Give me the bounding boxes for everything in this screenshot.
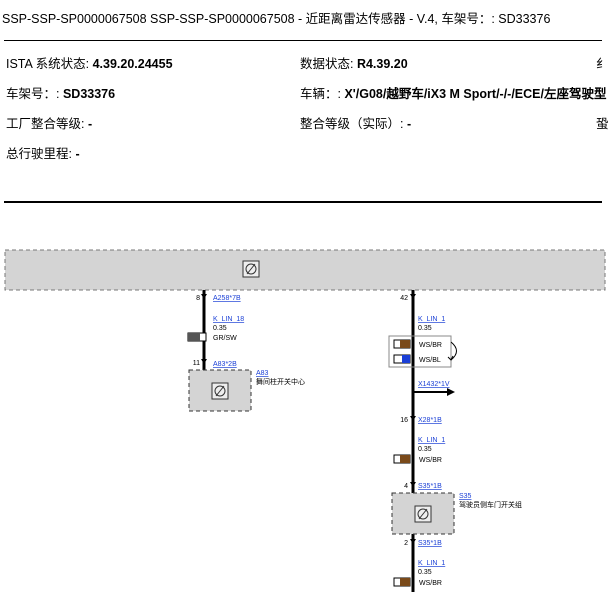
right-wire2-size: 0.35	[418, 446, 432, 453]
right-pin3: 4	[404, 483, 408, 490]
module-s35-id-link[interactable]: S35	[459, 493, 472, 500]
right-wire2-color: WS/BR	[419, 457, 442, 464]
right-pin2: 16	[400, 417, 408, 424]
left-top-connector-link[interactable]: A258*7B	[213, 295, 241, 302]
module-a83-name: 舞间柱开关中心	[256, 377, 305, 386]
right-wire1-swatch-b	[393, 354, 411, 364]
right-wire1-swatch-a	[393, 339, 411, 349]
right-wire3-swatch	[393, 577, 411, 587]
right-wire1-color-a: WS/BR	[419, 342, 442, 349]
left-bottom-pin: 11	[193, 360, 200, 367]
module-s35-icon	[414, 505, 432, 523]
left-bottom-arrow	[201, 359, 207, 364]
module-a83-id-link[interactable]: A83	[256, 370, 269, 377]
left-wire-name-link[interactable]: K_LIN_18	[213, 316, 244, 323]
right-wire3-color: WS/BR	[419, 580, 442, 587]
total-mileage: 总行驶里程: -	[6, 147, 80, 161]
wiring-diagram: 8 A258*7B K_LIN_18 0.35 GR/SW 11 A83*2B …	[0, 249, 606, 592]
right-top-pin: 42	[400, 295, 408, 302]
twisted-pair-frame	[388, 335, 452, 368]
right-wire3-size: 0.35	[418, 569, 432, 576]
factory-integration-level: 工厂整合等级: -	[6, 117, 93, 131]
actual-integration-level: 整合等级（实际）: -	[300, 117, 412, 131]
header-divider	[4, 40, 602, 41]
left-top-pin: 8	[196, 295, 200, 302]
vehicle-field: 车辆：: X'/G08/越野车/iX3 M Sport/-/-/ECE/左座驾驶…	[300, 87, 607, 101]
right-pin2-arrow	[410, 416, 416, 421]
junction-link[interactable]: X1432*1V	[418, 381, 450, 388]
data-status: 数据状态: R4.39.20	[300, 57, 408, 71]
module-s35-name: 驾驶员侧车门开关组	[459, 500, 522, 509]
junction-arrow	[447, 388, 455, 396]
left-top-arrow	[201, 294, 207, 299]
right-top-arrow	[410, 294, 416, 299]
right-wire1-size: 0.35	[418, 325, 432, 332]
page-title: SSP-SSP-SP0000067508 SSP-SSP-SP000006750…	[2, 12, 551, 26]
module-a83-icon	[211, 382, 229, 400]
control-unit-bar	[4, 249, 606, 291]
right-connector4-link[interactable]: S35*1B	[418, 540, 442, 547]
twist-arc-arrow	[447, 355, 454, 361]
vin-field: 车架号：: SD33376	[6, 87, 116, 101]
ista-status: ISTA 系统状态: 4.39.20.24455	[6, 57, 173, 71]
right-pin4-arrow	[410, 539, 416, 544]
document-header: SSP-SSP-SP0000067508 SSP-SSP-SP000006750…	[0, 0, 602, 40]
cut-off-text-1: 纟	[596, 57, 609, 71]
right-pin4: 2	[404, 540, 408, 547]
left-module-connector-link[interactable]: A83*2B	[213, 361, 237, 368]
control-unit-icon	[242, 260, 260, 278]
right-wire2-name-link[interactable]: K_LIN_1	[418, 437, 445, 444]
right-connector3-link[interactable]: S35*1B	[418, 483, 442, 490]
right-wire3-name-link[interactable]: K_LIN_1	[418, 560, 445, 567]
right-pin3-arrow	[410, 482, 416, 487]
left-wire-size: 0.35	[213, 325, 227, 332]
right-wire1-name-link[interactable]: K_LIN_1	[418, 316, 445, 323]
left-wire-color: GR/SW	[213, 335, 237, 342]
section-divider	[4, 201, 602, 203]
left-wire-color-swatch	[187, 332, 207, 342]
wiring-diagram-svg: 8 A258*7B K_LIN_18 0.35 GR/SW 11 A83*2B …	[4, 249, 606, 592]
right-connector2-link[interactable]: X28*1B	[418, 417, 442, 424]
twist-arc	[450, 341, 457, 361]
right-wire2-swatch	[393, 454, 411, 464]
cut-off-text-3: 蛩	[596, 117, 609, 131]
right-wire1-color-b: WS/BL	[419, 357, 441, 364]
